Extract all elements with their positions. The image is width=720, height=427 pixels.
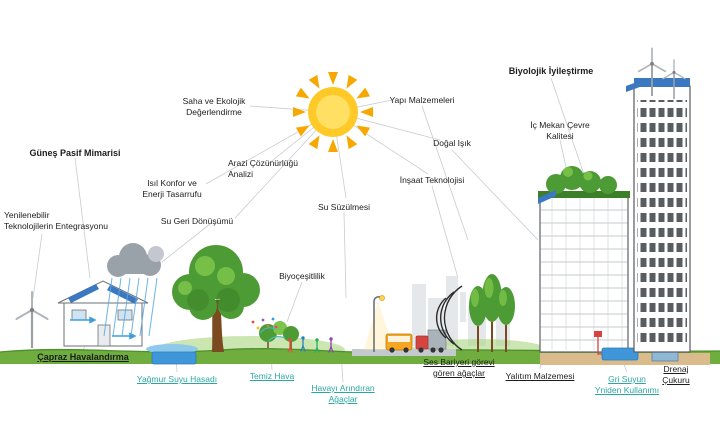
rain-icon <box>103 277 158 337</box>
solar-panel-icon <box>107 285 138 304</box>
pond-icon <box>146 344 198 354</box>
ground-edge <box>0 348 720 353</box>
rainwater-tank-icon <box>151 351 197 365</box>
house-icon <box>57 280 149 347</box>
label-yagmur-suyu-hasadi: Yağmur Suyu Hasadı <box>136 374 218 384</box>
solar-panel-icon <box>68 284 99 303</box>
grey-water-tank-icon <box>601 347 639 361</box>
label-yapi-malzemeleri: Yapı Malzemeleri <box>389 95 455 105</box>
label-biyocesitlilik: Biyoçeşitlilik <box>279 271 325 281</box>
label-havayi-arindiran-agaclar: Havayı Arındıran Ağaçlar <box>311 383 375 405</box>
solar-panel-icon <box>634 78 690 87</box>
air-swirl-icon <box>259 327 286 342</box>
tall-building-icon <box>626 78 691 353</box>
green-roof-icon <box>538 191 630 198</box>
wind-turbine-icon <box>15 290 49 350</box>
label-temiz-hava: Temiz Hava <box>249 371 295 381</box>
label-ses-bariyeri-agaclar: Ses Bariyeri görevi gören ağaçlar <box>423 357 495 379</box>
label-arazi-cozunurlugu: Arazi Çözünürlüğü Analizi <box>228 158 298 180</box>
label-capraz-havalandirma: Çapraz Havalandırma <box>37 352 129 362</box>
rain-cloud-icon <box>103 243 164 337</box>
label-insaat-teknolojisi: İnşaat Teknolojisi <box>399 175 465 185</box>
label-gunes-pasif-mimarisi: Güneş Pasif Mimarisi <box>29 148 121 158</box>
label-yenilenebilir-teknolojiler: Yenilenebilir Teknolojilerin Entegrasyon… <box>4 210 108 232</box>
sound-barrier-icon <box>435 285 463 351</box>
flowers-icon <box>251 317 278 330</box>
label-saha-ekolojik: Saha ve Ekolojik Değerlendirme <box>182 96 246 118</box>
label-dogal-isik: Doğal Işık <box>433 138 471 148</box>
label-isil-konfor: Isıl Konfor ve Enerji Tasarrufu <box>142 178 202 200</box>
label-gri-suyun-kullanimi: Gri Suyun Yniden Kullanımı <box>594 374 660 396</box>
label-drenaj-cukuru: Drenaj Çukuru <box>662 364 690 386</box>
bus-icon <box>385 333 413 353</box>
road <box>352 349 456 356</box>
barrier-trees-icon <box>469 274 515 352</box>
label-ic-mekan-cevre: İç Mekan Çevre Kalitesi <box>530 120 590 142</box>
sun-icon <box>293 72 373 152</box>
roof-trees-icon <box>546 166 617 194</box>
label-biyolojik-iyilestirme: Biyolojik İyileştirme <box>508 66 594 76</box>
solar-panel-icon <box>538 190 556 204</box>
truck-icon <box>415 329 447 353</box>
green-roof-building-icon <box>538 166 630 353</box>
label-yalitim-malzemesi: Yalıtım Malzemesi <box>505 371 575 381</box>
solar-panel-icon <box>626 78 648 92</box>
tree-icon <box>172 245 260 352</box>
people-icons <box>287 336 334 353</box>
label-su-geri-donusumu: Su Geri Dönüşümü <box>160 216 234 226</box>
label-su-suzulmesi: Su Süzülmesi <box>318 202 370 212</box>
